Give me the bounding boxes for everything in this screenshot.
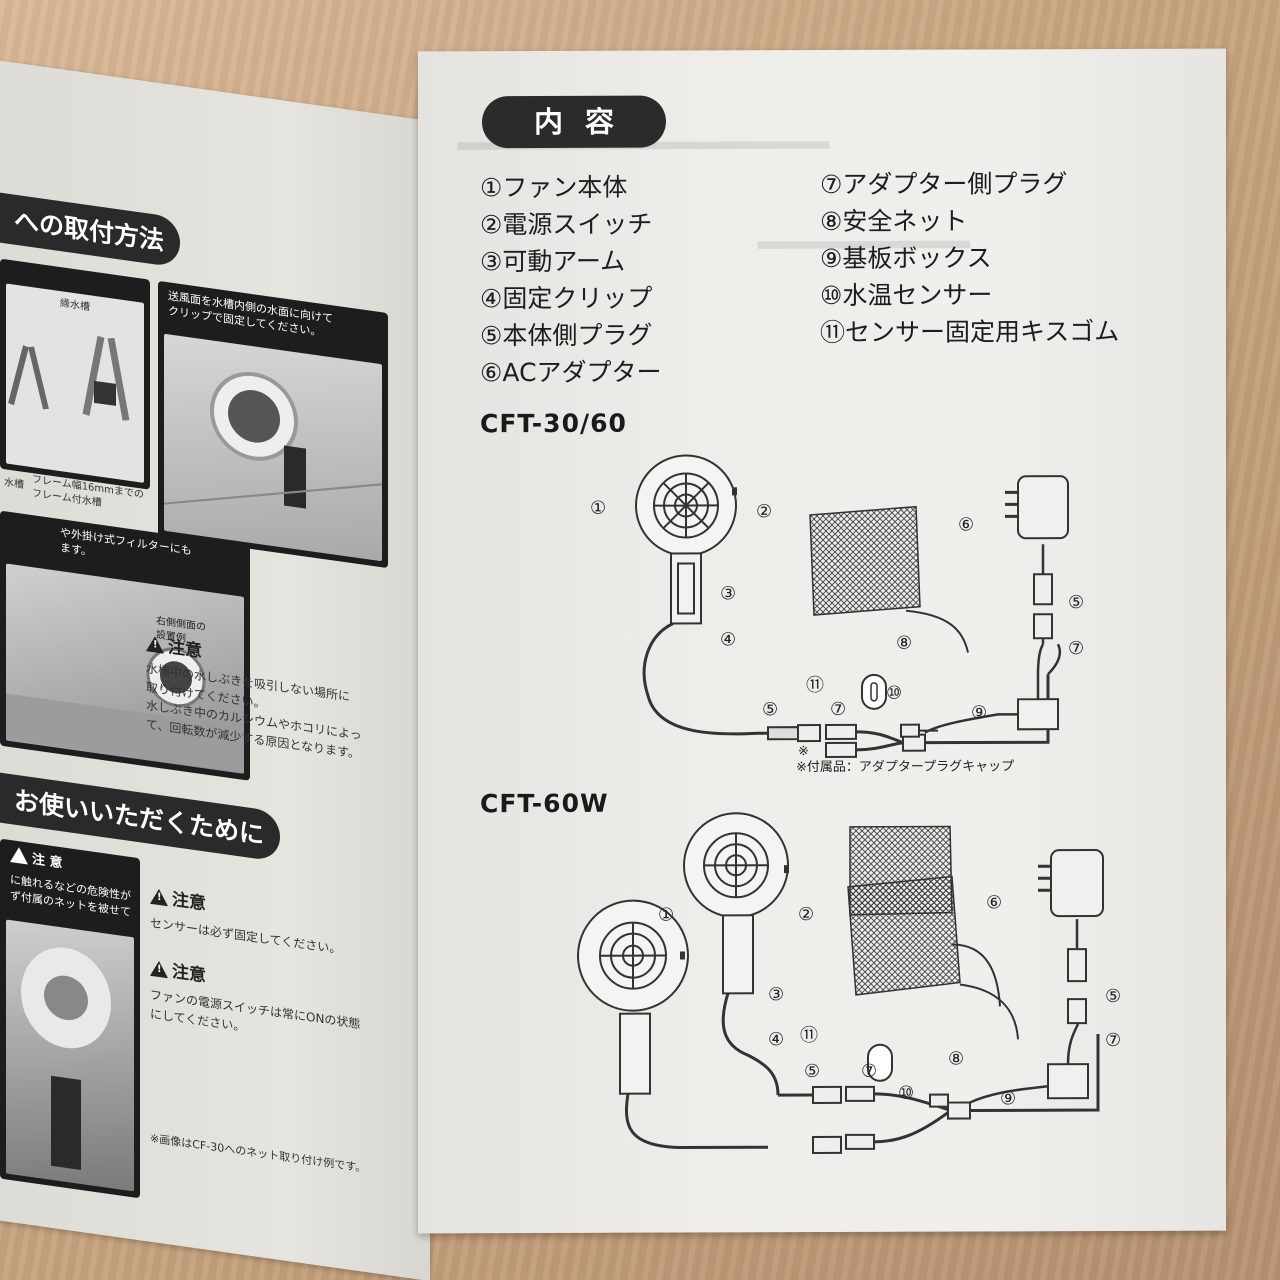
callout-4: ④ (720, 629, 736, 650)
callout-7b: ⑦ (1105, 1030, 1121, 1051)
left-leaflet-panel: への取付方法 縁水槽 水槽 フレーム幅16mmまでの フレーム付水槽 送風面を水… (0, 55, 430, 1280)
filter-illustration (6, 647, 244, 773)
callout-2: ② (756, 501, 772, 522)
warning-triangle-icon (146, 635, 164, 654)
warning-text-2: センサーは必ず固定してください。 (150, 915, 342, 957)
photo-note: ※画像はCF-30へのネット取り付け例です。 (150, 1131, 367, 1176)
circuit-box-2 (1047, 1063, 1089, 1100)
filter-mount-photo: や外掛け式フィルターにも ます。 右側側面の 設置例 (0, 510, 250, 781)
callout-7: ⑦ (861, 1061, 877, 1082)
accessory-note: ※付属品：アダプタープラグキャップ (796, 759, 1015, 776)
callout-11: ⑪ (800, 1025, 818, 1046)
part-item: ⑦アダプター側プラグ (820, 169, 1068, 200)
hand-net-illustration (21, 947, 111, 1171)
part-item: ②電源スイッチ (480, 209, 653, 240)
warning-heading-3: 注意 (150, 954, 206, 987)
callout-5b: ⑤ (1105, 986, 1121, 1007)
part-item: ⑪センサー固定用キスゴム (820, 316, 1120, 348)
callout-10: ⑩ (886, 683, 902, 704)
install-section-heading: への取付方法 (0, 192, 181, 268)
callout-11: ⑪ (806, 675, 824, 696)
clip-illustration (8, 335, 130, 421)
contents-title: 内容 (482, 95, 666, 149)
frame-label-a: 水槽 (4, 477, 24, 491)
callout-3: ③ (768, 984, 784, 1005)
tank-diagram-photo: 縁水槽 (0, 258, 150, 490)
callout-4: ④ (768, 1029, 784, 1050)
callout-5: ⑤ (762, 699, 778, 720)
part-item: ⑨基板ボックス (820, 243, 992, 274)
part-item: ⑩水温センサー (820, 280, 993, 311)
warning-text-3: ファンの電源スイッチは常にONの状態 にしてください。 (150, 987, 361, 1034)
callout-9: ⑨ (971, 702, 987, 723)
callout-8: ⑧ (948, 1049, 964, 1070)
callout-7: ⑦ (830, 699, 846, 720)
safety-net-2b (847, 875, 961, 996)
callout-1: ① (658, 905, 674, 926)
safety-net-1 (809, 505, 921, 616)
part-item: ⑧安全ネット (820, 206, 968, 237)
callout-5b: ⑤ (1068, 592, 1084, 613)
part-item: ④固定クリップ (480, 283, 653, 314)
callout-3: ③ (720, 583, 736, 604)
callout-8: ⑧ (896, 633, 912, 654)
warning-triangle-icon (150, 887, 168, 907)
power-switch-mark (680, 951, 685, 960)
mount-photo-image (163, 333, 383, 562)
callout-10: ⑩ (898, 1083, 914, 1104)
sensor-suction-cup-2 (867, 1043, 893, 1082)
net-photo-image (6, 919, 134, 1192)
callout-9: ⑨ (1000, 1088, 1016, 1109)
filter-photo-image: 右側側面の 設置例 (6, 563, 244, 774)
part-item: ①ファン本体 (480, 172, 628, 203)
callout-7b: ⑦ (1068, 638, 1084, 659)
tank-diagram-image (6, 283, 144, 483)
model-heading-cft-30-60: CFT-30/60 (480, 408, 627, 439)
cft-60w-diagram: ① ② ③ ④ ⑤ ⑦ ⑪ ⑩ ⑧ ⑨ ⑤ ⑦ ⑥ (577, 812, 1121, 1155)
callout-6: ⑥ (958, 514, 974, 535)
callout-6: ⑥ (986, 892, 1002, 913)
power-switch-mark (732, 487, 737, 496)
fan-on-tank-illustration (163, 371, 383, 509)
circuit-box-1 (1017, 698, 1059, 731)
warning-triangle-icon (10, 846, 28, 865)
sensor-suction-cup-1 (861, 673, 887, 710)
cft-30-60-diagram: ① ② ③ ④ ⑤ ⑦ ⑩ ⑪ ⑧ ⑨ ⑤ ⑦ ⑥ ※ (590, 454, 1084, 759)
ac-adapter-1 (1017, 475, 1069, 540)
left-panel-content: への取付方法 縁水槽 水槽 フレーム幅16mmまでの フレーム付水槽 送風面を水… (0, 55, 430, 1280)
part-item: ⑤本体側プラグ (480, 320, 653, 351)
callout-5: ⑤ (804, 1061, 820, 1082)
power-switch-mark (784, 865, 789, 874)
net-example-photo: 注 意 に触れるなどの危険性が ず付属のネットを被せて (0, 838, 140, 1199)
right-leaflet-panel: ━━━━━━━━━━━━━━ ━━━━━━━━ 内容 ①ファン本体 ②電源スイッ… (418, 48, 1226, 1234)
temp-sensor-2 (929, 1093, 949, 1108)
ac-adapter-2 (1050, 849, 1104, 918)
mount-example-photo: 送風面を水槽内側の水面に向けて クリップで固定してください。 (158, 280, 388, 569)
temp-sensor-1 (900, 723, 920, 738)
part-item: ③可動アーム (480, 246, 626, 277)
parts-list-right: ⑦アダプター側プラグ ⑧安全ネット ⑨基板ボックス ⑩水温センサー ⑪センサー固… (820, 165, 1119, 351)
callout-2: ② (798, 904, 814, 925)
warning-heading-2: 注意 (150, 882, 206, 915)
callout-1: ① (590, 498, 606, 519)
accessory-mark: ※ (798, 744, 809, 759)
parts-list-left: ①ファン本体 ②電源スイッチ ③可動アーム ④固定クリップ ⑤本体側プラグ ⑥A… (480, 169, 662, 392)
part-item: ⑥ACアダプター (480, 357, 662, 388)
warning-triangle-icon (150, 959, 168, 979)
